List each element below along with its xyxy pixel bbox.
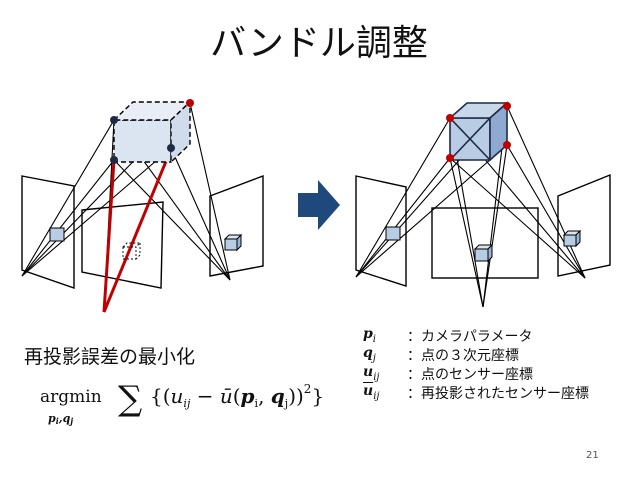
- image-point-center: [122, 242, 142, 260]
- image-point-left: [49, 227, 65, 242]
- image-point-center-after: [473, 243, 494, 263]
- legend-symbol: qj: [363, 345, 376, 364]
- page-number: 21: [586, 450, 599, 461]
- camera-frame-right-after: [557, 173, 611, 277]
- formula-expression: {(uij − ū(pi, qj))2}: [150, 382, 324, 410]
- legend-text: ：点のセンサー座標: [407, 366, 533, 383]
- legend-row-reprojected-coords: uij ：再投影されたセンサー座標: [363, 383, 589, 402]
- camera-frame-left-after: [355, 175, 407, 287]
- objective-formula: argmin pi,qj ∑ {(uij − ū(pi, qj))2}: [38, 370, 338, 434]
- slide-title: バンドル調整: [210, 23, 428, 64]
- legend-text: ：再投影されたセンサー座標: [407, 385, 589, 402]
- objective-label: 再投影誤差の最小化: [24, 346, 196, 368]
- camera-frame-center-after: [431, 207, 539, 279]
- transition-arrow-icon: [298, 180, 340, 230]
- after-adjustment-scene: [355, 101, 611, 308]
- adjusted-cube: [447, 101, 510, 162]
- point-3d-after-2: [446, 154, 454, 162]
- point-3d-after-3: [503, 141, 511, 149]
- before-adjustment-scene: [21, 99, 264, 313]
- legend-symbol: uij: [363, 364, 380, 383]
- legend-row-camera-params: pi ：カメラパラメータ: [363, 326, 589, 345]
- camera-frame-center: [81, 201, 164, 289]
- legend-text: ：カメラパラメータ: [407, 328, 533, 345]
- legend-row-3d-coords: qj ：点の３次元座標: [363, 345, 589, 364]
- sum-symbol: ∑: [118, 379, 142, 419]
- point-3d-2: [110, 156, 118, 164]
- point-3d-after-4: [503, 102, 511, 110]
- argmin-subscript: pi,qj: [48, 412, 73, 426]
- point-3d-1: [110, 116, 118, 124]
- image-point-right: [223, 233, 243, 252]
- formula-render: argmin pi,qj ∑ {(uij − ū(pi, qj))2}: [40, 379, 324, 426]
- symbol-legend: pi ：カメラパラメータ qj ：点の３次元座標 uij ：点のセンサー座標 u…: [363, 326, 589, 402]
- estimated-cube: [112, 100, 192, 164]
- legend-text: ：点の３次元座標: [407, 347, 519, 364]
- point-3d-after-1: [446, 114, 454, 122]
- bundle-adjustment-figure: [21, 99, 611, 313]
- image-point-left-after: [385, 226, 401, 241]
- point-3d-3: [167, 144, 175, 152]
- reprojection-ray-1: [102, 159, 116, 313]
- argmin-text: argmin: [40, 387, 102, 407]
- image-point-right-after: [562, 229, 582, 248]
- legend-symbol: pi: [363, 326, 376, 345]
- legend-symbol: uij: [363, 383, 380, 402]
- legend-row-sensor-coords: uij ：点のセンサー座標: [363, 364, 589, 383]
- point-3d-4: [186, 99, 194, 107]
